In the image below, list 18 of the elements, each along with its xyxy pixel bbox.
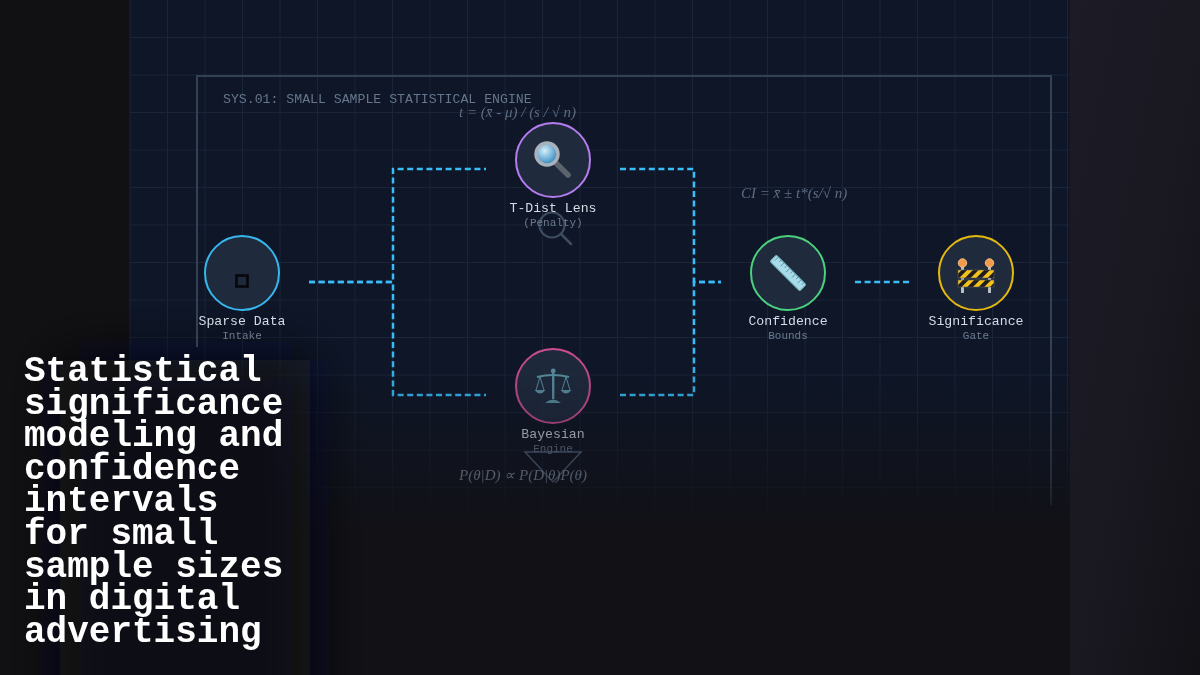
dashed-connector [309,280,486,397]
node-subtitle: Intake [222,329,262,343]
node-subtitle: Engine [533,442,573,456]
node-title: Significance [928,314,1024,329]
node-subtitle: (Penalty) [523,216,583,230]
node-subtitle: Gate [962,329,990,343]
node-title: Bayesian [521,427,585,442]
dashed-connector [855,280,909,284]
formula-label: P(θ|D) ∝ P(D|θ)P(θ) [459,467,587,483]
page-title: Statistical significance modeling and confidence intervals for small sample sizes in digital advertising [24,356,285,650]
panel-heading: SYS.01: SMALL SAMPLE STATISTICAL ENGINE [223,92,532,107]
dashed-connector [620,280,721,397]
node-title: Confidence [748,314,828,329]
formula-label: t = (x̄ - μ) / (s / √ n) [459,104,577,120]
node-title: Sparse Data [198,314,286,329]
node-subtitle: Bounds [768,329,808,343]
node-title: T-Dist Lens [509,201,597,216]
formula-label: CI = x̄ ± t*(s/√ n) [741,185,848,201]
